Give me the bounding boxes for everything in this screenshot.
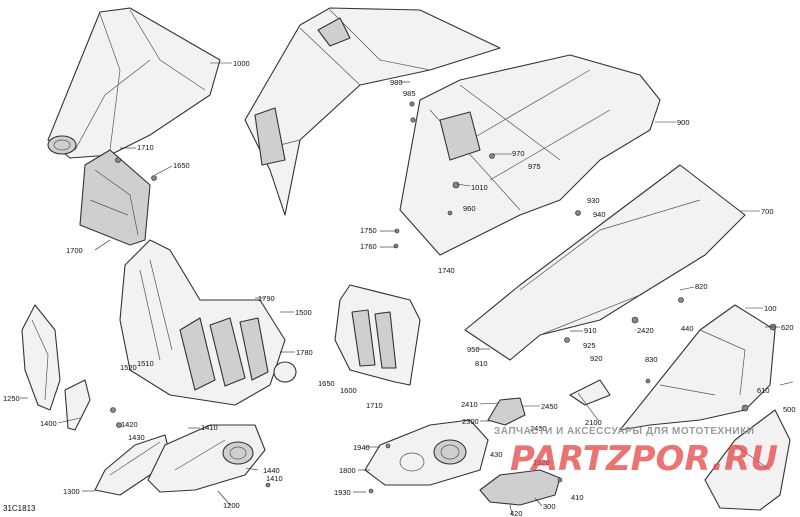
part-front-nose-panel <box>47 7 221 159</box>
callout-830: 830 <box>645 355 658 364</box>
callout-2300: 2300 <box>462 417 479 426</box>
diagram-reference-code: 31C1813 <box>3 504 36 513</box>
part-front-grille <box>119 239 286 406</box>
callout-1790: 1790 <box>258 294 275 303</box>
callout-1700: 1700 <box>66 246 83 255</box>
callout-1650a: 1650 <box>173 161 190 170</box>
callout-700: 700 <box>761 207 774 216</box>
callout-2100: 2100 <box>585 418 602 427</box>
callout-1440: 1440 <box>263 466 280 475</box>
callout-1410b: 1410 <box>266 474 283 483</box>
watermark-text: ЗАПЧАСТИ И АКСЕССУАРЫ ДЛЯ МОТОТЕХНИКИ <box>494 426 754 437</box>
callout-2420: 2420 <box>637 326 654 335</box>
callout-1710a: 1710 <box>137 143 154 152</box>
callout-430: 430 <box>490 450 503 459</box>
callout-950: 950 <box>467 345 480 354</box>
watermark-logo: PARTZPOR.RU <box>510 439 778 479</box>
part-side-body-panel <box>464 164 746 361</box>
callout-1200: 1200 <box>223 501 240 510</box>
callout-1710b: 1710 <box>366 401 383 410</box>
part-headlight-housing <box>147 424 266 493</box>
callout-1010: 1010 <box>471 183 488 192</box>
callout-1780: 1780 <box>296 348 313 357</box>
callout-300: 300 <box>543 502 556 511</box>
callout-1410a: 1410 <box>201 423 218 432</box>
callout-1740: 1740 <box>438 266 455 275</box>
callout-410: 410 <box>571 493 584 502</box>
callout-1600: 1600 <box>340 386 357 395</box>
part-lower-trim <box>479 469 561 506</box>
part-cap-1780 <box>273 361 297 383</box>
callout-1940: 1940 <box>353 443 370 452</box>
callout-1750: 1750 <box>360 226 377 235</box>
fasteners <box>110 101 777 494</box>
watermark: ЗАПЧАСТИ И АКСЕССУАРЫ ДЛЯ МОТОТЕХНИКИ PA… <box>494 426 778 479</box>
callout-1250: 1250 <box>3 394 20 403</box>
callout-970: 970 <box>512 149 525 158</box>
part-right-side-panel <box>619 304 776 431</box>
callout-2450: 2450 <box>541 402 558 411</box>
callout-920: 920 <box>590 354 603 363</box>
callout-1420: 1420 <box>121 420 138 429</box>
callout-1300: 1300 <box>63 487 80 496</box>
callout-1510: 1510 <box>137 359 154 368</box>
callout-810: 810 <box>475 359 488 368</box>
callout-100: 100 <box>764 304 777 313</box>
callout-985: 985 <box>403 89 416 98</box>
callout-930: 930 <box>587 196 600 205</box>
callout-820: 820 <box>695 282 708 291</box>
part-side-piece-1250 <box>21 304 91 431</box>
part-bracket-1700 <box>79 149 151 246</box>
callout-1930: 1930 <box>334 488 351 497</box>
callout-1400: 1400 <box>40 419 57 428</box>
callout-925: 925 <box>583 341 596 350</box>
callout-1760: 1760 <box>360 242 377 251</box>
callout-1500: 1500 <box>295 308 312 317</box>
callout-980: 980 <box>390 78 403 87</box>
callout-610: 610 <box>757 386 770 395</box>
callout-1430: 1430 <box>128 433 145 442</box>
callout-960: 960 <box>463 204 476 213</box>
callout-1920: 1920 <box>533 458 550 467</box>
part-side-cover <box>704 409 791 511</box>
callout-1000: 1000 <box>233 59 250 68</box>
part-bracket-2300 <box>487 397 526 426</box>
callout-2430: 2430 <box>530 424 547 433</box>
callout-1650b: 1650 <box>318 379 335 388</box>
callout-labels: 1000 980 985 900 1710 1650 970 975 1010 … <box>3 59 796 517</box>
callout-1520: 1520 <box>120 363 137 372</box>
callout-975: 975 <box>528 162 541 171</box>
callout-440: 440 <box>681 324 694 333</box>
callout-420: 420 <box>510 509 523 517</box>
callout-2410: 2410 <box>461 400 478 409</box>
part-bottom-headlight <box>364 419 489 486</box>
callout-1800: 1800 <box>339 466 356 475</box>
callout-910: 910 <box>584 326 597 335</box>
part-center-grille <box>334 284 421 386</box>
part-upper-hood <box>244 7 501 216</box>
callout-900: 900 <box>677 118 690 127</box>
part-dashboard-frame <box>399 54 661 256</box>
leader-lines <box>20 62 794 515</box>
callout-620: 620 <box>781 323 794 332</box>
callout-940: 940 <box>593 210 606 219</box>
callout-500: 500 <box>783 405 796 414</box>
part-clip-2100 <box>569 379 611 406</box>
